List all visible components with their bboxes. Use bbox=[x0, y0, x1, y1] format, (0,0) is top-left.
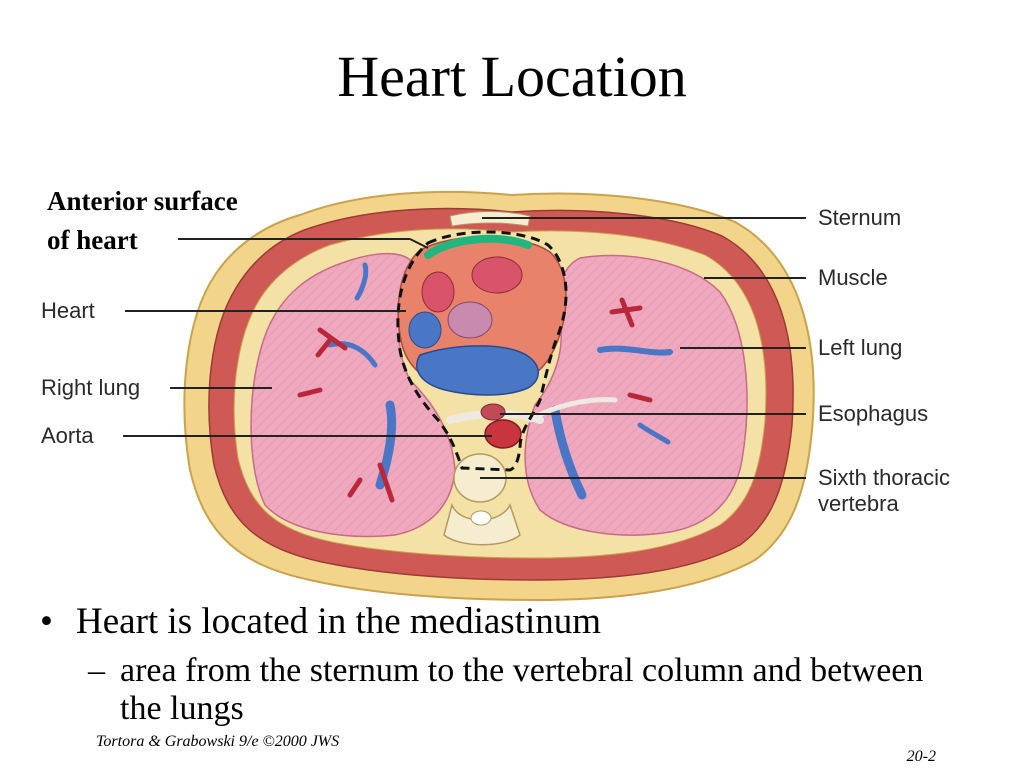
sub-bullet-text: area from the sternum to the vertebral c… bbox=[120, 652, 924, 727]
anterior-surface-highlight bbox=[424, 234, 532, 259]
label-vertebra-line-1: Sixth thoracic bbox=[818, 465, 951, 490]
sub-bullet: – area from the sternum to the vertebral… bbox=[88, 652, 968, 728]
bullet-text: Heart is located in the mediastinum bbox=[76, 601, 602, 642]
esophagus-shape bbox=[480, 403, 506, 421]
page-number: 20-2 bbox=[906, 748, 936, 765]
label-muscle: Muscle bbox=[818, 265, 888, 290]
annotation-line-2: of heart bbox=[47, 225, 138, 255]
label-esophagus: Esophagus bbox=[818, 401, 929, 426]
aorta-shape bbox=[484, 419, 522, 449]
main-bullet: • Heart is located in the mediastinum bbox=[40, 600, 601, 644]
bullet-marker: • bbox=[40, 601, 53, 642]
annotation-line-1: Anterior surface bbox=[47, 186, 238, 216]
slide-title: Heart Location bbox=[337, 44, 687, 109]
label-sternum: Sternum bbox=[818, 205, 902, 230]
label-aorta: Aorta bbox=[41, 423, 94, 448]
label-heart: Heart bbox=[41, 298, 95, 323]
mediastinum-outline bbox=[396, 230, 568, 472]
label-left-lung: Left lung bbox=[818, 335, 903, 360]
vena-cava-vessels bbox=[416, 345, 539, 396]
label-vertebra: Sixth thoracic vertebra bbox=[818, 465, 950, 517]
footer-credit: Tortora & Grabowski 9/e ©2000 JWS bbox=[96, 733, 340, 750]
anterior-surface-annotation: Anterior surface of heart bbox=[47, 182, 238, 260]
leader-lines bbox=[123, 217, 806, 479]
sub-bullet-marker: – bbox=[88, 652, 105, 689]
label-vertebra-line-2: vertebra bbox=[818, 491, 899, 516]
label-right-lung: Right lung bbox=[41, 375, 141, 400]
